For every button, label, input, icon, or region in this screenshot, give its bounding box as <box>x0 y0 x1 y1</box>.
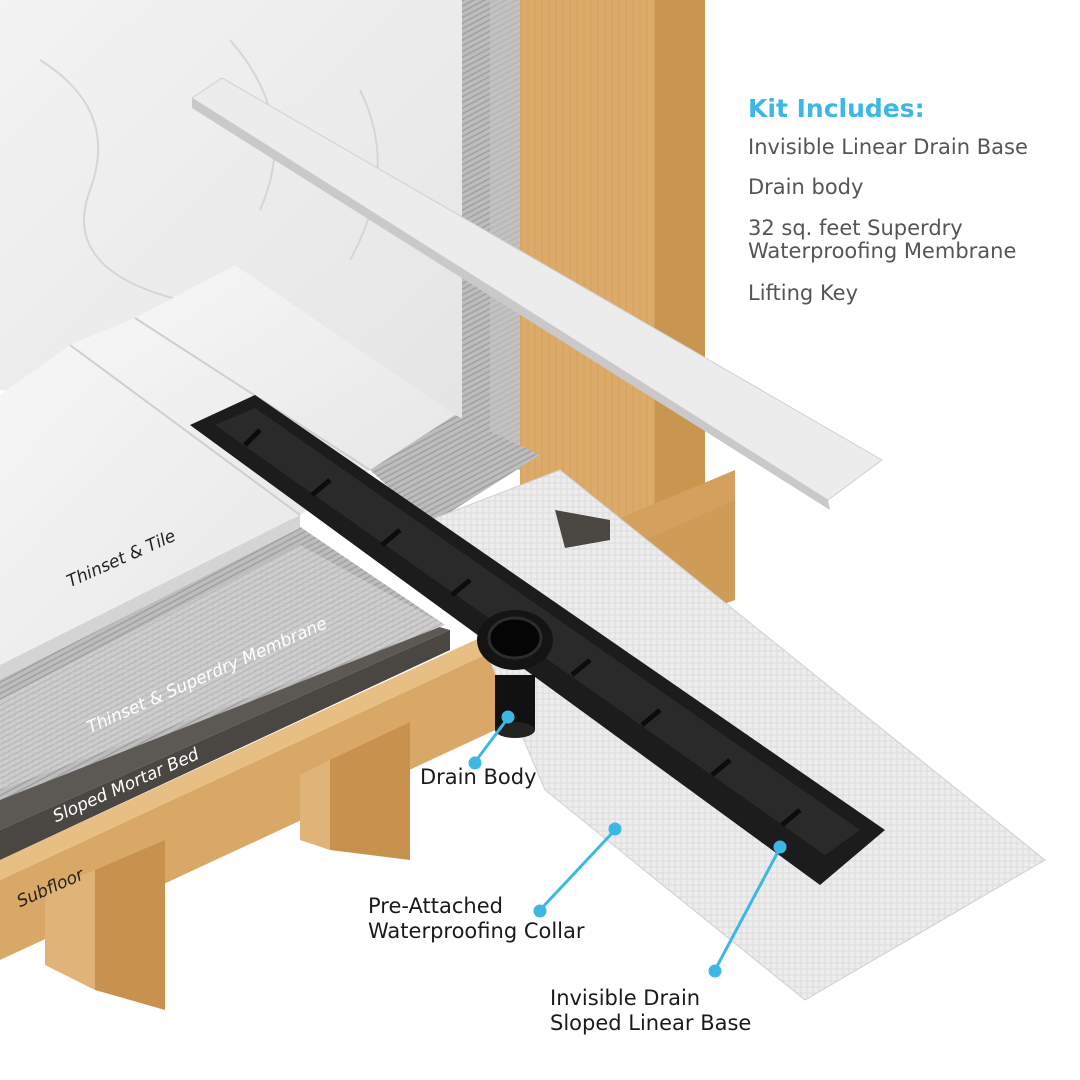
thinset-wall-strip <box>370 415 540 525</box>
joist-1 <box>330 722 410 860</box>
joist-2 <box>95 840 165 1010</box>
drain-pipe <box>495 675 535 730</box>
floor-tile-1 <box>0 345 300 665</box>
wall-stud-front <box>655 0 705 540</box>
drain-ribs <box>243 428 802 827</box>
membrane-sheet-left <box>0 545 445 790</box>
kit-item-lifting-key: Lifting Key <box>748 281 859 305</box>
drain-pipe-end <box>495 722 535 738</box>
mortar-bed-front <box>0 630 450 860</box>
membrane-corner <box>555 510 610 548</box>
kit-item-drain-body: Drain body <box>748 175 864 199</box>
kit-title: Kit Includes: <box>748 94 925 123</box>
joist-2-side <box>45 870 95 990</box>
wall-backer <box>490 0 520 470</box>
callout-leaders <box>468 710 787 978</box>
callout-drain-body: Drain Body <box>420 765 537 789</box>
floor-tile-3 <box>135 265 455 470</box>
tile-grout <box>69 317 371 516</box>
callout-base-line1: Invisible Drain <box>550 986 701 1010</box>
tile-edge <box>0 515 300 680</box>
callout-collar-line1: Pre-Attached <box>368 894 503 918</box>
joist-1-side <box>300 760 330 850</box>
tile-insert-edge <box>192 98 830 510</box>
kit-item-base: Invisible Linear Drain Base <box>748 135 1028 159</box>
kit-item-membrane-2: Waterproofing Membrane <box>748 239 1017 263</box>
subfloor-beam-top <box>0 610 560 880</box>
callout-base-line2: Sloped Linear Base <box>550 1011 752 1035</box>
callout-collar-line2: Waterproofing Collar <box>368 919 585 943</box>
drain-outlet-hole <box>487 616 543 660</box>
kit-item-membrane-1: 32 sq. feet Superdry <box>748 216 963 240</box>
